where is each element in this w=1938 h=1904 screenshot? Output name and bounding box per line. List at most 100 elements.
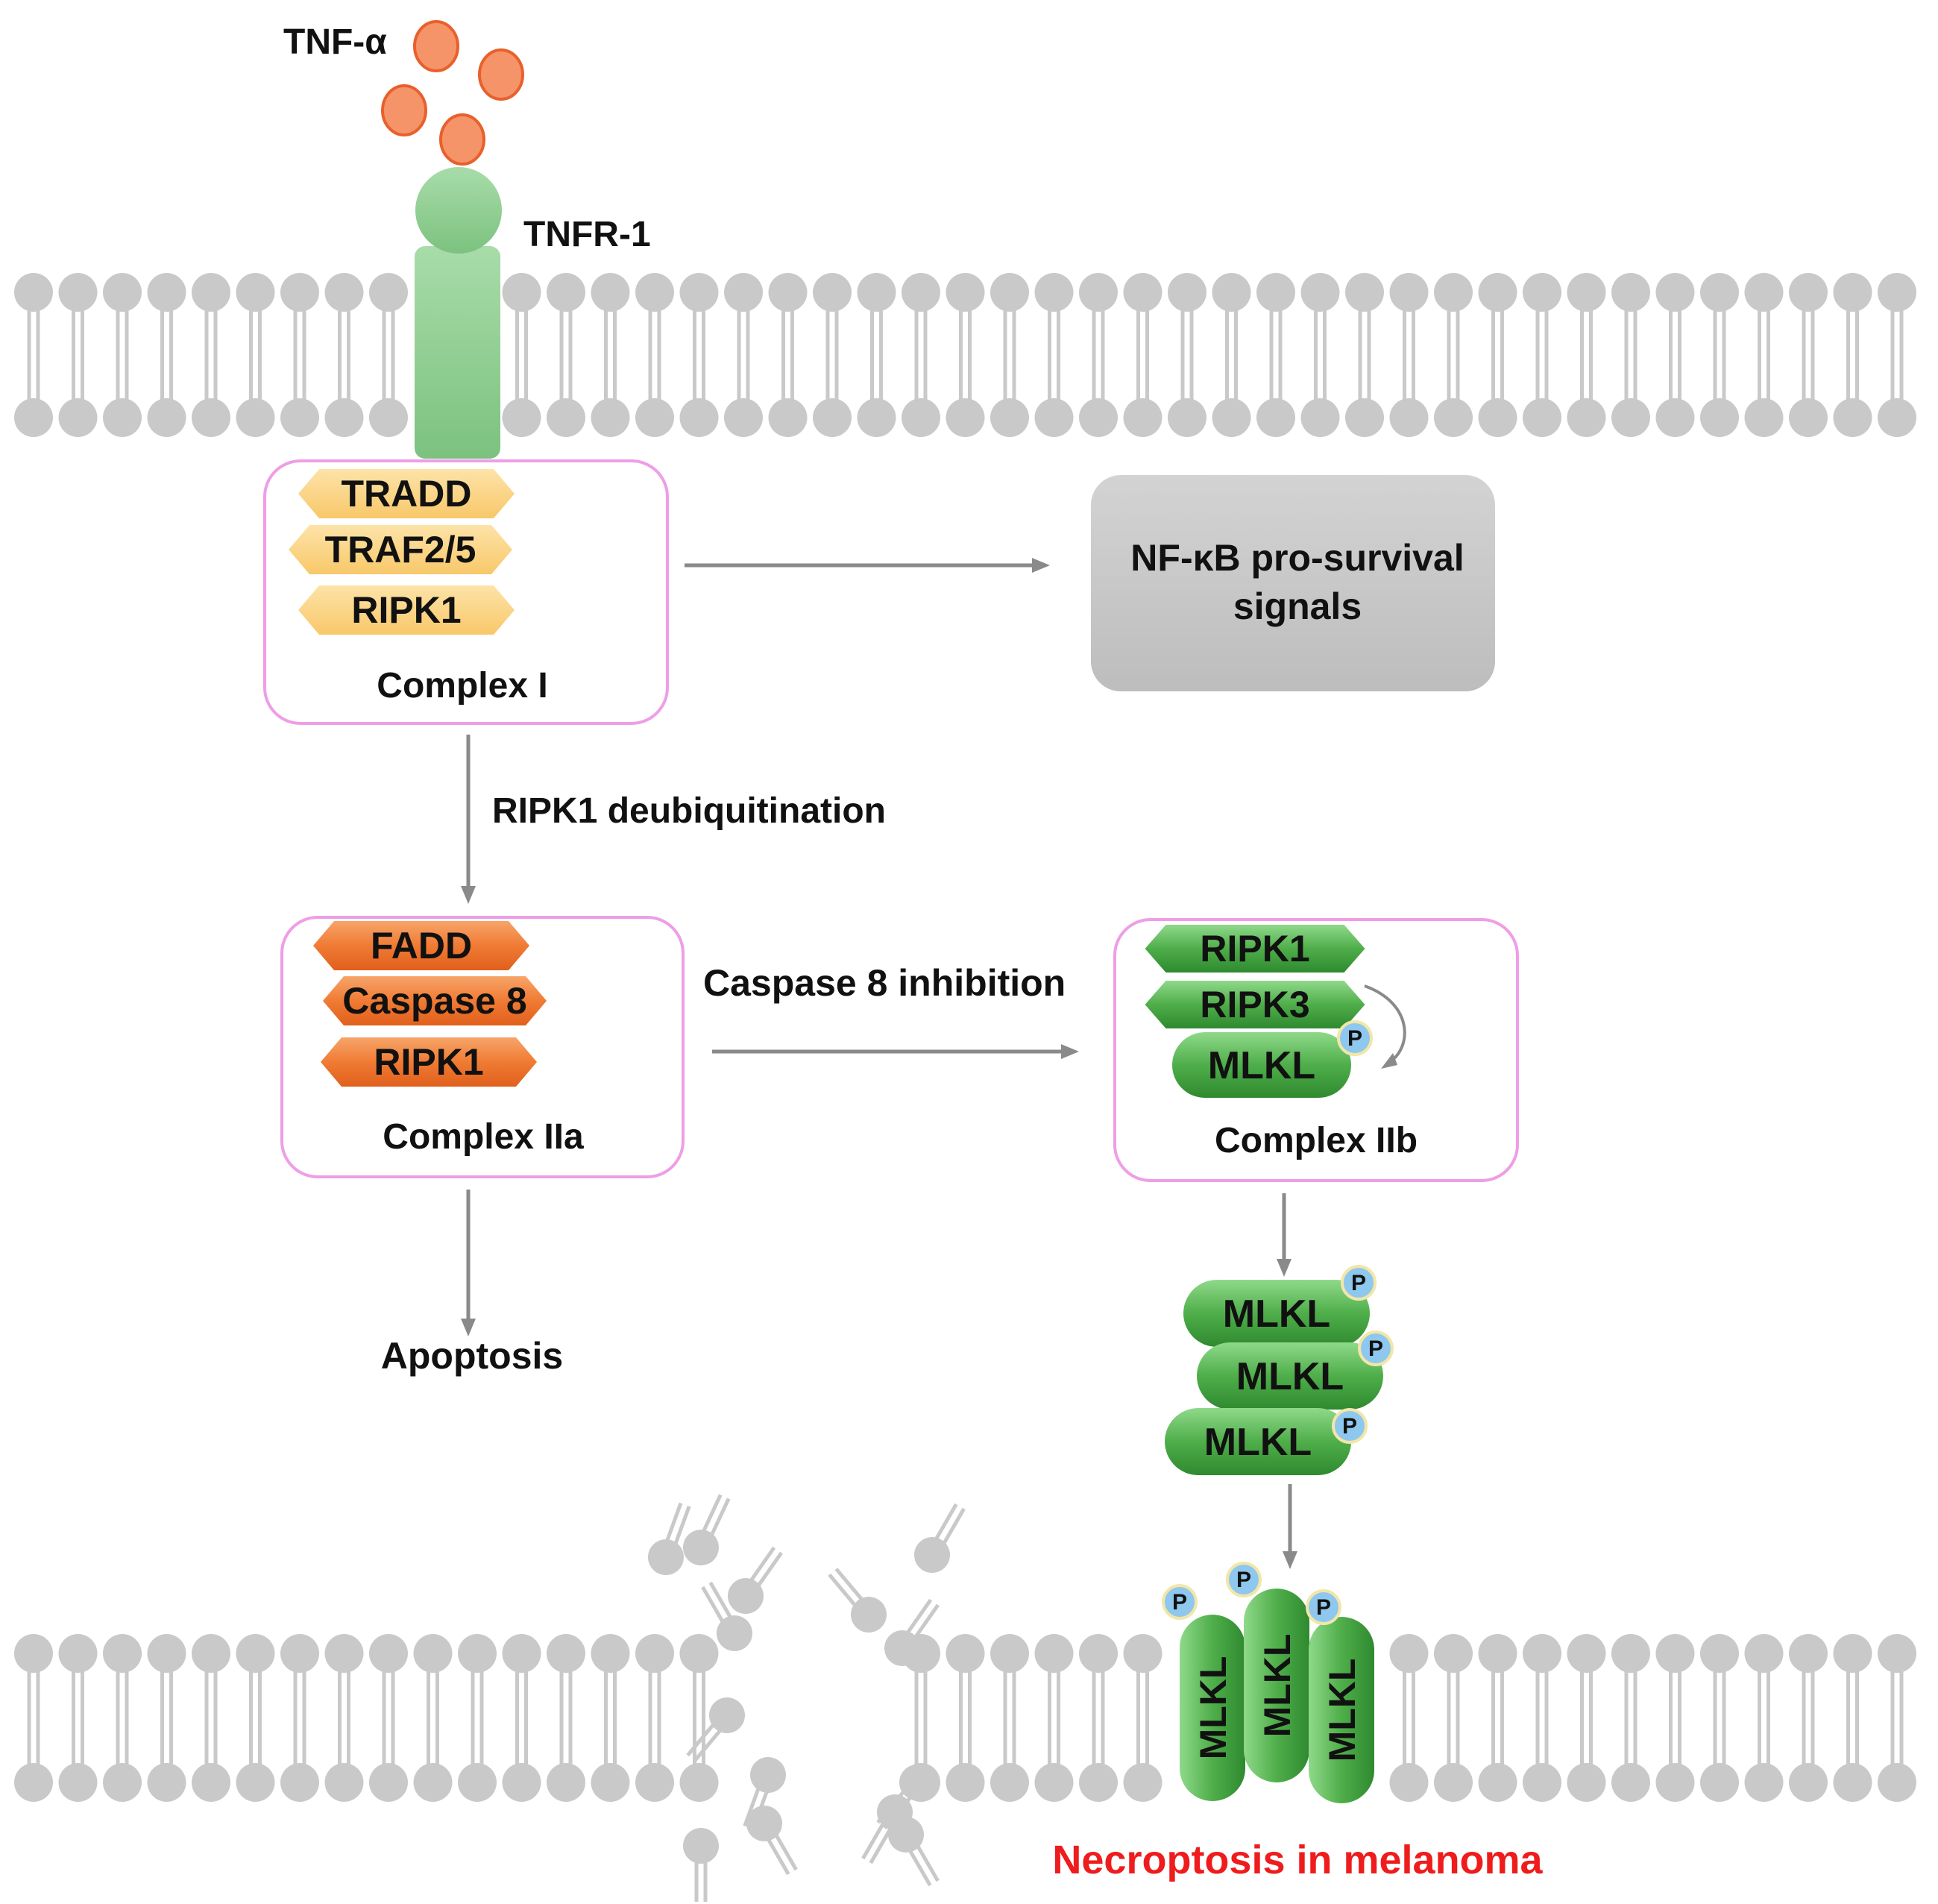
phospholipid	[1434, 273, 1473, 437]
loose-phospholipid	[701, 1581, 752, 1651]
phospholipid	[413, 1634, 453, 1802]
phospholipid	[990, 273, 1029, 437]
loose-phospholipid	[876, 1765, 935, 1829]
svg-text:P: P	[1351, 1271, 1366, 1295]
svg-text:P: P	[1347, 1026, 1362, 1051]
phospholipid	[724, 273, 763, 437]
phospholipid	[635, 273, 674, 437]
phosphorylation-arrowhead	[1381, 1053, 1397, 1069]
loose-phospholipid	[884, 1598, 940, 1666]
phospholipid	[946, 1634, 985, 1802]
complex-iia-protein: FADD	[313, 921, 529, 970]
phospholipid	[1389, 273, 1429, 437]
phospholipid	[1256, 273, 1295, 437]
mlkl-pore-protein: MLKL	[1244, 1589, 1309, 1782]
complex-i-protein-label: TRADD	[342, 473, 472, 515]
phospholipid	[147, 1634, 186, 1802]
phospholipid	[1300, 273, 1340, 437]
tnfr1-transmembrane-domain	[415, 246, 500, 459]
phospholipid	[103, 273, 142, 437]
phospholipid	[1878, 273, 1916, 437]
phospholipid	[591, 273, 630, 437]
loose-phospholipid	[828, 1568, 887, 1633]
phospho-p-icon: P	[1341, 1265, 1377, 1301]
complex-i-protein: RIPK1	[298, 585, 515, 635]
tnf-alpha-ligand	[439, 113, 485, 166]
loose-phospholipid	[914, 1503, 966, 1573]
mlkl-protein: MLKL	[1183, 1280, 1370, 1347]
arrow-complex-i-to-nfkb	[685, 558, 1050, 573]
phospholipid	[1611, 273, 1650, 437]
phospholipid	[324, 1634, 364, 1802]
phospholipid	[591, 1634, 630, 1802]
mlkl-protein-label: MLKL	[1236, 1355, 1344, 1398]
complex-i-protein: TRADD	[298, 469, 515, 518]
phospholipid	[1567, 273, 1606, 437]
phospholipid	[1123, 1634, 1163, 1802]
phospholipid	[280, 273, 319, 437]
phospholipid	[1567, 1634, 1606, 1802]
loose-phospholipid	[683, 1828, 719, 1902]
phospholipid	[1744, 273, 1784, 437]
phospholipid	[1833, 273, 1872, 437]
mlkl-pore-protein-label: MLKL	[1192, 1656, 1234, 1760]
phospholipid	[1523, 1634, 1561, 1802]
complex-iia-protein-label: Caspase 8	[342, 980, 526, 1022]
complex-i-protein-label: TRAF2/5	[325, 529, 476, 571]
phospholipid	[1833, 1634, 1872, 1802]
svg-text:P: P	[1236, 1568, 1251, 1592]
complex-i-title: Complex I	[377, 666, 547, 706]
phospholipid	[369, 1634, 408, 1802]
phospholipid	[1655, 1634, 1695, 1802]
svg-text:P: P	[1368, 1336, 1383, 1361]
phospho-p-icon: P	[1337, 1020, 1373, 1056]
svg-text:P: P	[1316, 1595, 1331, 1620]
phospholipid	[1700, 273, 1739, 437]
mlkl-pore-protein-label: MLKL	[1256, 1634, 1298, 1738]
phospholipid	[14, 1634, 53, 1802]
nfkb-box	[1091, 475, 1495, 691]
loose-phospholipid	[648, 1502, 691, 1575]
mlkl-pore-protein: MLKL	[1309, 1617, 1374, 1803]
loose-phospholipid	[683, 1494, 731, 1565]
phospholipid	[813, 273, 852, 437]
mlkl-protein: MLKL	[1197, 1342, 1383, 1410]
phospholipid	[1789, 273, 1828, 437]
phosphorylation-curved-arrow	[1364, 984, 1406, 1064]
phospholipid	[635, 1634, 674, 1802]
phospholipid	[679, 273, 719, 437]
phospholipid	[502, 273, 541, 437]
phospholipid	[1345, 273, 1384, 437]
tnfr1-receptor	[415, 167, 502, 459]
phospholipid	[58, 1634, 98, 1802]
tnf-alpha-ligand	[478, 48, 524, 101]
mlkl-protein: MLKL	[1172, 1032, 1351, 1098]
phospholipid	[502, 1634, 541, 1802]
phospholipid	[990, 1634, 1029, 1802]
tnfr1-label: TNFR-1	[523, 215, 651, 254]
phospholipid	[1523, 273, 1561, 437]
phospholipid	[58, 273, 98, 437]
phospholipid	[1789, 1634, 1828, 1802]
phospholipid	[1123, 273, 1163, 437]
tnf-alpha-ligand	[413, 20, 459, 72]
phospholipid	[902, 273, 940, 437]
phospholipid	[1478, 1634, 1517, 1802]
phospholipid	[192, 1634, 230, 1802]
tnf-alpha-ligand	[381, 84, 427, 136]
phospholipid	[1700, 1634, 1739, 1802]
phospholipid	[1744, 1634, 1784, 1802]
phospholipid	[1034, 1634, 1074, 1802]
arrow-mlkl-oligomer-to-membrane	[1283, 1484, 1297, 1569]
phospholipid	[147, 273, 186, 437]
phospholipid	[1434, 1634, 1473, 1802]
complex-iia-title: Complex IIa	[383, 1117, 584, 1157]
complex-i-protein-label: RIPK1	[351, 589, 461, 631]
complex-iia-protein-label: RIPK1	[374, 1041, 483, 1083]
loose-phospholipid	[728, 1546, 783, 1614]
loose-phospholipid	[888, 1817, 940, 1887]
mlkl-protein-label: MLKL	[1223, 1292, 1330, 1336]
disrupted-lipids	[648, 1494, 966, 1902]
